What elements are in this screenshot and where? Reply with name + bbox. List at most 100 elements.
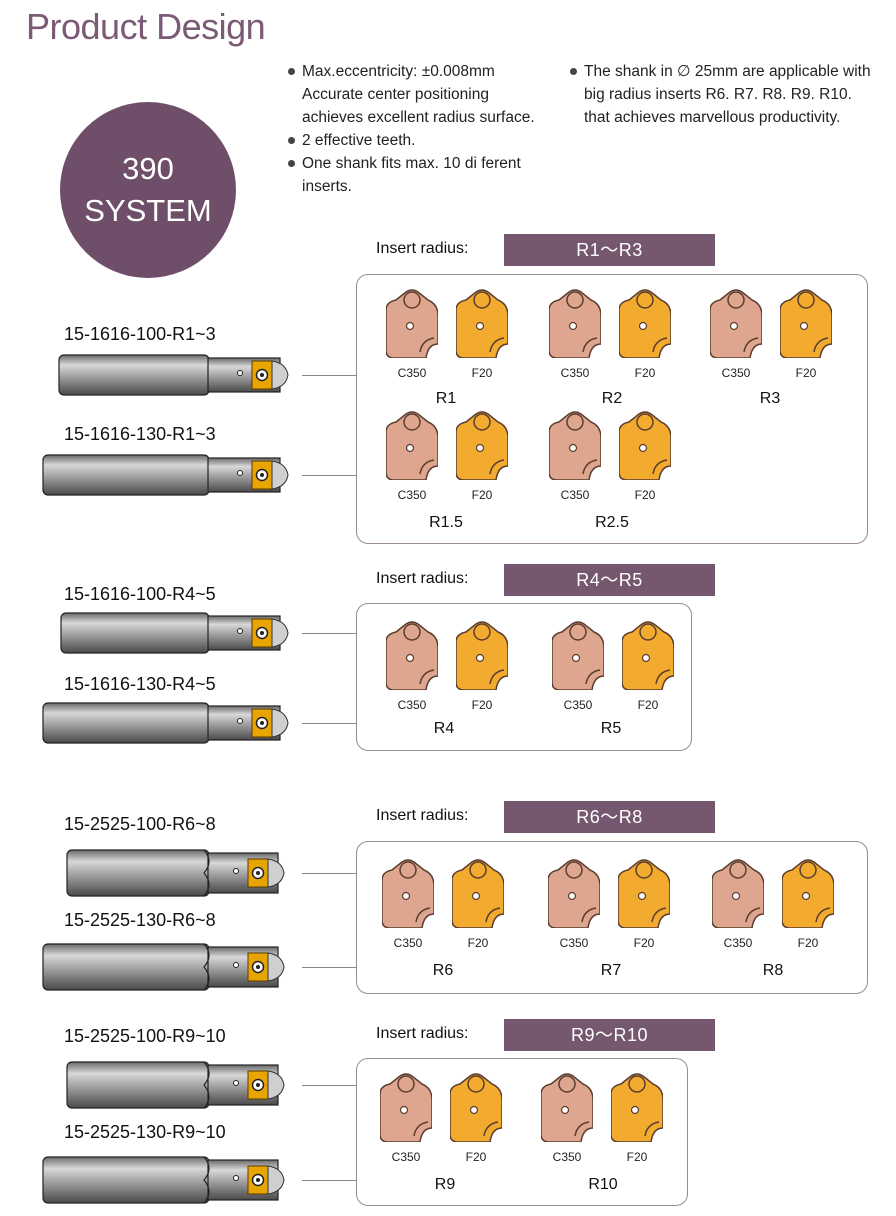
feature-item: Max.eccentricity: ±0.008mm: [288, 60, 568, 83]
f20-insert-icon: [619, 288, 671, 358]
radius-name: R6: [432, 962, 454, 979]
c350-insert-icon: [710, 288, 762, 358]
c350-insert-icon: [380, 1072, 432, 1142]
f20-insert-icon: [611, 1072, 663, 1142]
insert-grade: C350: [391, 1150, 421, 1164]
radius-name: R4: [433, 720, 455, 737]
tool-code: 15-2525-100-R9~10: [64, 1026, 226, 1046]
tool-code: 15-2525-100-R6~8: [64, 814, 216, 834]
tool-code: 15-1616-100-R4~5: [64, 584, 216, 604]
end-mill-tool-image: [42, 454, 289, 496]
badge-number: 390: [122, 151, 174, 187]
insert-grade: C350: [397, 698, 427, 712]
leader-line: [302, 723, 356, 724]
leader-line: [302, 873, 356, 874]
c350-insert-icon: [549, 410, 601, 480]
radius-name: R2: [601, 390, 623, 407]
end-mill-tool-image: [66, 1061, 285, 1109]
radius-name: R5: [600, 720, 622, 737]
insert-grade: C350: [560, 488, 590, 502]
insert-radius-label: Insert radius:: [376, 1025, 469, 1042]
feature-item: The shank in ∅ 25mm are applicable with: [570, 60, 892, 83]
end-mill-tool-image: [60, 612, 289, 654]
feature-item-cont: big radius inserts R6. R7. R8. R9. R10.: [584, 86, 852, 103]
insert-grade: F20: [467, 936, 489, 950]
radius-name: R10: [588, 1176, 618, 1193]
radius-name: R2.5: [595, 514, 629, 531]
radius-name: R8: [762, 962, 784, 979]
feature-item-cont: Accurate center positioning: [302, 86, 489, 103]
end-mill-tool-image: [42, 702, 289, 744]
f20-insert-icon: [456, 620, 508, 690]
radius-name: R9: [434, 1176, 456, 1193]
f20-insert-icon: [618, 858, 670, 928]
page-title: Product Design: [26, 6, 266, 47]
radius-range-bar: R4～R5: [504, 564, 715, 596]
c350-insert-icon: [552, 620, 604, 690]
c350-insert-icon: [549, 288, 601, 358]
radius-name: R7: [600, 962, 622, 979]
leader-line: [302, 1180, 356, 1181]
badge-label: SYSTEM: [84, 193, 212, 228]
c350-insert-icon: [386, 620, 438, 690]
c350-insert-icon: [548, 858, 600, 928]
insert-grade: C350: [723, 936, 753, 950]
tool-code: 15-1616-100-R1~3: [64, 324, 216, 344]
c350-insert-icon: [712, 858, 764, 928]
insert-grade: F20: [797, 936, 819, 950]
insert-grade: F20: [634, 488, 656, 502]
insert-grade: C350: [552, 1150, 582, 1164]
insert-grade: F20: [471, 698, 493, 712]
insert-grade: C350: [397, 366, 427, 380]
f20-insert-icon: [619, 410, 671, 480]
feature-item-cont: inserts.: [302, 178, 352, 195]
feature-list-left: Max.eccentricity: ±0.008mm Accurate cent…: [288, 60, 568, 198]
feature-list-right: The shank in ∅ 25mm are applicable with …: [570, 60, 892, 129]
f20-insert-icon: [780, 288, 832, 358]
radius-range-bar: R9～R10: [504, 1019, 715, 1051]
feature-item-cont: that achieves marvellous productivity.: [584, 109, 841, 126]
insert-grade: C350: [721, 366, 751, 380]
insert-radius-label: Insert radius:: [376, 240, 469, 257]
insert-grade: F20: [626, 1150, 648, 1164]
f20-insert-icon: [450, 1072, 502, 1142]
insert-grade: C350: [559, 936, 589, 950]
c350-insert-icon: [386, 410, 438, 480]
leader-line: [302, 475, 356, 476]
leader-line: [302, 1085, 356, 1086]
c350-insert-icon: [386, 288, 438, 358]
feature-item: One shank fits max. 10 di ferent: [288, 152, 568, 175]
leader-line: [302, 967, 356, 968]
radius-range-bar: R1～R3: [504, 234, 715, 266]
leader-line: [302, 375, 356, 376]
f20-insert-icon: [622, 620, 674, 690]
c350-insert-icon: [541, 1072, 593, 1142]
insert-grade: C350: [393, 936, 423, 950]
feature-item-cont: achieves excellent radius surface.: [302, 109, 535, 126]
feature-item: 2 effective teeth.: [288, 129, 568, 152]
leader-line: [302, 633, 356, 634]
radius-range-bar: R6～R8: [504, 801, 715, 833]
tool-code: 15-1616-130-R1~3: [64, 424, 216, 444]
system-badge: 390 SYSTEM: [60, 102, 236, 278]
insert-grade: C350: [563, 698, 593, 712]
tool-code: 15-2525-130-R9~10: [64, 1122, 226, 1142]
radius-name: R1: [435, 390, 457, 407]
f20-insert-icon: [456, 288, 508, 358]
insert-grade: F20: [637, 698, 659, 712]
insert-grade: F20: [795, 366, 817, 380]
f20-insert-icon: [456, 410, 508, 480]
radius-name: R3: [759, 390, 781, 407]
insert-radius-label: Insert radius:: [376, 570, 469, 587]
insert-grade: C350: [397, 488, 427, 502]
end-mill-tool-image: [42, 1156, 285, 1204]
f20-insert-icon: [452, 858, 504, 928]
end-mill-tool-image: [66, 849, 285, 897]
insert-grade: C350: [560, 366, 590, 380]
insert-radius-label: Insert radius:: [376, 807, 469, 824]
f20-insert-icon: [782, 858, 834, 928]
end-mill-tool-image: [42, 943, 285, 991]
c350-insert-icon: [382, 858, 434, 928]
radius-name: R1.5: [429, 514, 463, 531]
insert-grade: F20: [634, 366, 656, 380]
